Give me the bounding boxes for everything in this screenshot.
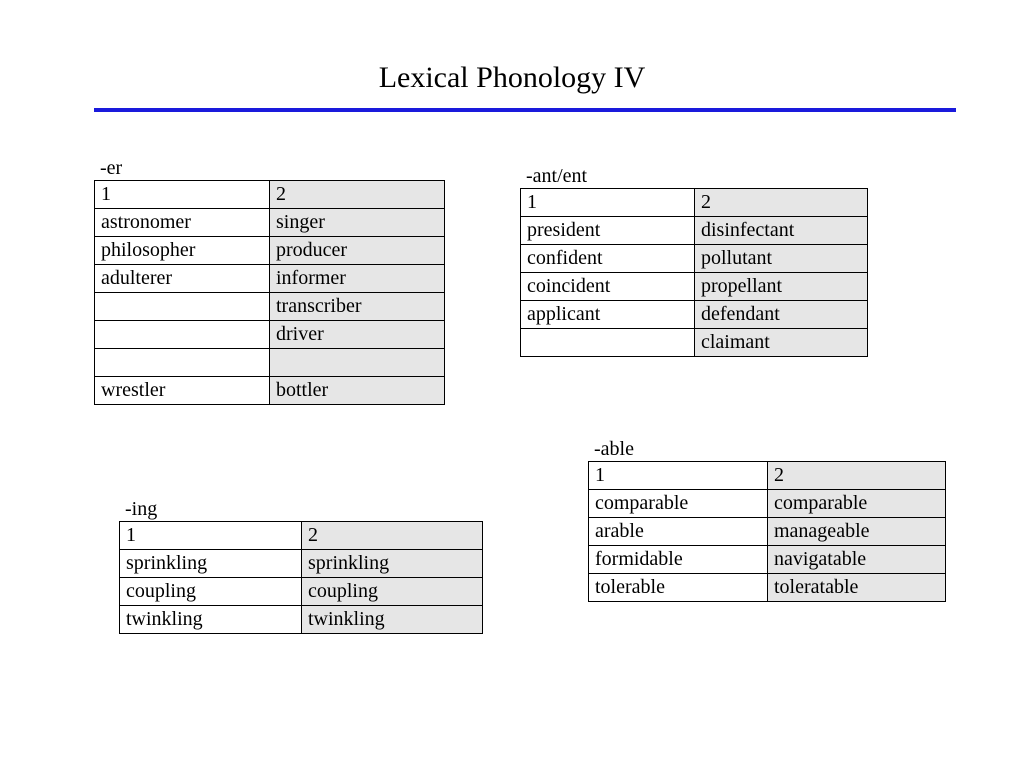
table-row: applicant defendant bbox=[520, 300, 868, 329]
table-header-row: 1 2 bbox=[119, 521, 483, 550]
table-cell: applicant bbox=[520, 300, 695, 329]
table-cell: comparable bbox=[767, 489, 946, 518]
able-suffix-block: -able 1 2 comparable comparable arable m… bbox=[588, 437, 946, 602]
table-row: sprinkling sprinkling bbox=[119, 549, 483, 578]
table-cell: defendant bbox=[694, 300, 868, 329]
table-row: adulterer informer bbox=[94, 264, 445, 293]
table-cell: sprinkling bbox=[119, 549, 302, 578]
table-cell bbox=[94, 320, 270, 349]
table-row: philosopher producer bbox=[94, 236, 445, 265]
table-cell: comparable bbox=[588, 489, 768, 518]
table-row: confident pollutant bbox=[520, 244, 868, 273]
ing-suffix-block: -ing 1 2 sprinkling sprinkling coupling … bbox=[119, 497, 483, 634]
table-cell bbox=[520, 328, 695, 357]
table-cell: sprinkling bbox=[301, 549, 483, 578]
table-cell: propellant bbox=[694, 272, 868, 301]
table-row: coincident propellant bbox=[520, 272, 868, 301]
table-row: comparable comparable bbox=[588, 489, 946, 518]
table-cell: disinfectant bbox=[694, 216, 868, 245]
table-cell: tolerable bbox=[588, 573, 768, 602]
column-1-header: 1 bbox=[94, 180, 270, 209]
er-suffix-label: -er bbox=[100, 157, 123, 179]
table-row: coupling coupling bbox=[119, 577, 483, 606]
column-1-header: 1 bbox=[520, 188, 695, 217]
table-row: tolerable toleratable bbox=[588, 573, 946, 602]
column-2-header: 2 bbox=[767, 461, 946, 490]
table-cell: twinkling bbox=[119, 605, 302, 634]
table-cell: arable bbox=[588, 517, 768, 546]
able-suffix-table: 1 2 comparable comparable arable managea… bbox=[588, 461, 946, 602]
table-cell: formidable bbox=[588, 545, 768, 574]
table-cell: confident bbox=[520, 244, 695, 273]
column-1-header: 1 bbox=[588, 461, 768, 490]
title-divider bbox=[94, 108, 956, 112]
column-2-header: 2 bbox=[301, 521, 483, 550]
table-cell bbox=[94, 348, 270, 377]
table-row: arable manageable bbox=[588, 517, 946, 546]
table-cell: coupling bbox=[119, 577, 302, 606]
table-cell: adulterer bbox=[94, 264, 270, 293]
er-suffix-block: -er 1 2 astronomer singer philosopher pr… bbox=[94, 156, 445, 405]
table-row: wrestler bottler bbox=[94, 376, 445, 405]
table-header-row: 1 2 bbox=[94, 180, 445, 209]
table-cell: navigatable bbox=[767, 545, 946, 574]
column-1-header: 1 bbox=[119, 521, 302, 550]
er-suffix-table: 1 2 astronomer singer philosopher produc… bbox=[94, 180, 445, 405]
table-row bbox=[94, 348, 445, 377]
table-cell: coupling bbox=[301, 577, 483, 606]
table-cell: informer bbox=[269, 264, 445, 293]
table-header-row: 1 2 bbox=[588, 461, 946, 490]
table-cell: astronomer bbox=[94, 208, 270, 237]
table-cell: president bbox=[520, 216, 695, 245]
table-cell bbox=[94, 292, 270, 321]
table-row: president disinfectant bbox=[520, 216, 868, 245]
table-row: twinkling twinkling bbox=[119, 605, 483, 634]
table-cell: wrestler bbox=[94, 376, 270, 405]
able-suffix-label: -able bbox=[594, 438, 634, 460]
table-cell: bottler bbox=[269, 376, 445, 405]
table-cell: singer bbox=[269, 208, 445, 237]
table-cell: claimant bbox=[694, 328, 868, 357]
table-row: transcriber bbox=[94, 292, 445, 321]
table-cell: driver bbox=[269, 320, 445, 349]
table-cell: pollutant bbox=[694, 244, 868, 273]
table-header-row: 1 2 bbox=[520, 188, 868, 217]
ant-ent-suffix-label: -ant/ent bbox=[526, 165, 588, 187]
table-cell: toleratable bbox=[767, 573, 946, 602]
table-row: astronomer singer bbox=[94, 208, 445, 237]
table-row: driver bbox=[94, 320, 445, 349]
ant-ent-suffix-block: -ant/ent 1 2 president disinfectant conf… bbox=[520, 164, 868, 357]
ant-ent-suffix-table: 1 2 president disinfectant confident pol… bbox=[520, 188, 868, 357]
table-cell bbox=[269, 348, 445, 377]
ing-suffix-table: 1 2 sprinkling sprinkling coupling coupl… bbox=[119, 521, 483, 634]
column-2-header: 2 bbox=[694, 188, 868, 217]
table-cell: twinkling bbox=[301, 605, 483, 634]
table-cell: producer bbox=[269, 236, 445, 265]
ing-suffix-label: -ing bbox=[125, 498, 158, 520]
column-2-header: 2 bbox=[269, 180, 445, 209]
table-row: formidable navigatable bbox=[588, 545, 946, 574]
table-cell: coincident bbox=[520, 272, 695, 301]
table-cell: philosopher bbox=[94, 236, 270, 265]
table-cell: transcriber bbox=[269, 292, 445, 321]
table-cell: manageable bbox=[767, 517, 946, 546]
table-row: claimant bbox=[520, 328, 868, 357]
slide-title: Lexical Phonology IV bbox=[378, 61, 646, 94]
